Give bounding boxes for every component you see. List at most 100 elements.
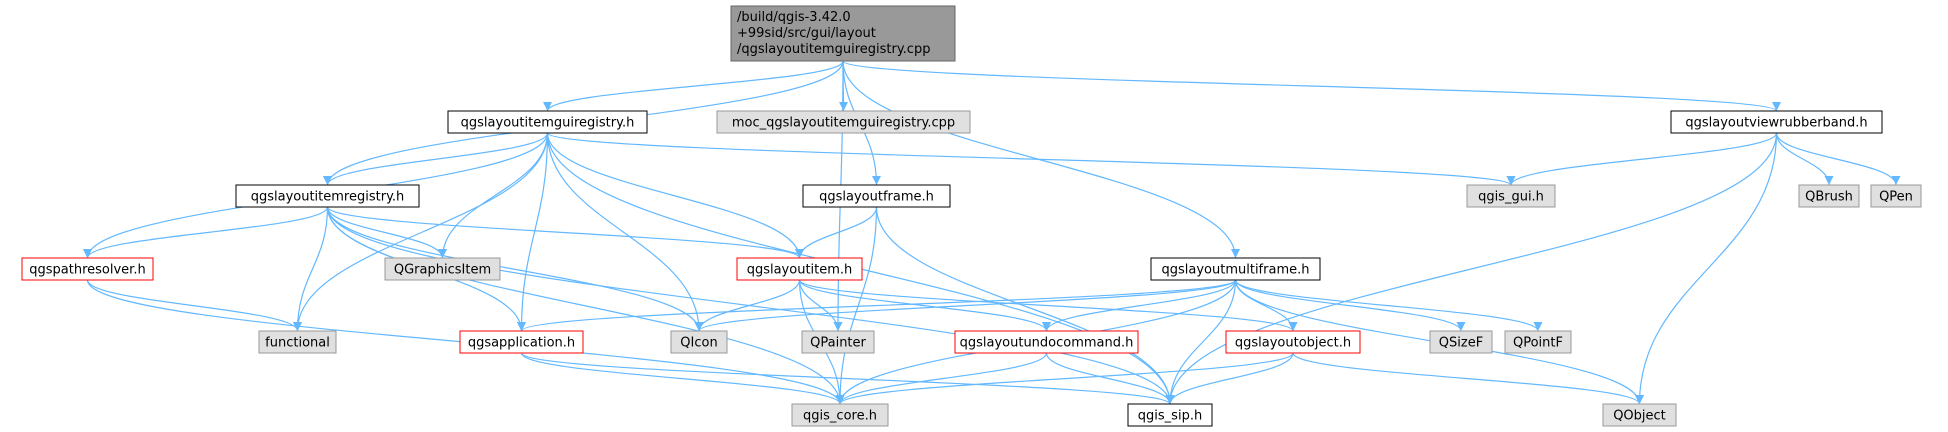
edge-multiframe-to-qicon xyxy=(694,279,1237,332)
node-itemregistry[interactable]: qgslayoutitemregistry.h xyxy=(235,184,420,208)
node-label: QGraphicsItem xyxy=(394,263,491,278)
node-box xyxy=(1670,110,1883,134)
edge-itemguiregistry-h-to-gui xyxy=(546,132,1516,186)
edge-viewrubberband-to-gui xyxy=(1506,132,1778,186)
edge-application-to-sip xyxy=(520,352,1175,405)
edge-layoutobject-to-qobject xyxy=(1292,352,1644,405)
edge-frame-to-layoutitem xyxy=(795,206,878,259)
edge-itemregistry-to-pathresolver xyxy=(83,206,329,259)
node-moc[interactable]: moc_qgslayoutitemguiregistry.cpp xyxy=(716,110,971,134)
node-qobject[interactable]: QObject xyxy=(1602,403,1677,427)
node-label: /build/qgis-3.42.0 xyxy=(737,10,851,25)
edge-layoutitem-to-qicon xyxy=(694,279,801,332)
edge-application-to-core xyxy=(520,352,845,405)
edge-layoutitem-to-qpainter xyxy=(798,279,843,332)
node-layoutitem[interactable]: qgslayoutitem.h xyxy=(736,257,863,281)
edge-multiframe-to-qpointf xyxy=(1234,279,1543,332)
node-label: qgis_gui.h xyxy=(1478,190,1544,205)
node-root[interactable]: /build/qgis-3.42.0+99sid/src/gui/layout/… xyxy=(730,5,956,62)
edge-multiframe-to-application xyxy=(517,279,1237,332)
node-box xyxy=(1466,184,1556,208)
edge-multiframe-to-sip xyxy=(1165,279,1237,405)
node-frame[interactable]: qgslayoutframe.h xyxy=(802,184,951,208)
edge-viewrubberband-to-qobject xyxy=(1635,132,1778,405)
node-label: qgslayoutmultiframe.h xyxy=(1162,263,1310,278)
node-label: qgslayoutitemregistry.h xyxy=(251,190,405,205)
node-qpen[interactable]: QPen xyxy=(1870,184,1922,208)
node-gui[interactable]: qgis_gui.h xyxy=(1466,184,1556,208)
node-label: qgslayoutviewrubberband.h xyxy=(1685,116,1867,131)
node-layoutobject[interactable]: qgslayoutobject.h xyxy=(1225,330,1361,354)
node-box xyxy=(730,5,956,62)
edge-itemregistry-to-qicon xyxy=(326,206,704,332)
node-box xyxy=(384,257,501,281)
edge-itemguiregistry-h-to-layoutitem xyxy=(546,132,804,259)
node-label: moc_qgslayoutitemguiregistry.cpp xyxy=(732,116,955,131)
node-functional[interactable]: functional xyxy=(258,330,337,354)
node-qsizef[interactable]: QSizeF xyxy=(1429,330,1493,354)
node-box xyxy=(258,330,337,354)
node-sip[interactable]: qgis_sip.h xyxy=(1127,403,1213,427)
node-label: QSizeF xyxy=(1439,336,1483,351)
edge-root-to-viewrubberband xyxy=(842,60,1781,112)
edge-layoutobject-to-sip xyxy=(1165,352,1294,405)
node-undocommand[interactable]: qgslayoutundocommand.h xyxy=(954,330,1139,354)
node-box xyxy=(670,330,728,354)
node-box xyxy=(954,330,1139,354)
edge-frame-to-sip xyxy=(875,206,1175,405)
edge-itemregistry-to-functional xyxy=(293,206,329,332)
edge-root-to-itemguiregistry-h xyxy=(543,60,844,112)
node-box xyxy=(802,184,951,208)
node-box xyxy=(791,403,889,427)
edge-itemguiregistry-h-to-qicon xyxy=(546,132,704,332)
node-application[interactable]: qgsapplication.h xyxy=(459,330,584,354)
node-label: QObject xyxy=(1613,409,1666,424)
node-core[interactable]: qgis_core.h xyxy=(791,403,889,427)
node-box xyxy=(716,110,971,134)
node-viewrubberband[interactable]: qgslayoutviewrubberband.h xyxy=(1670,110,1883,134)
node-box xyxy=(21,257,154,281)
node-label: /qgslayoutitemguiregistry.cpp xyxy=(737,42,930,57)
edge-itemregistry-to-qgraphicsitem xyxy=(326,206,447,259)
node-box xyxy=(1127,403,1213,427)
node-label: qgslayoutframe.h xyxy=(819,190,934,205)
node-box xyxy=(1602,403,1677,427)
node-label: QPen xyxy=(1879,190,1913,205)
edge-viewrubberband-to-qpen xyxy=(1775,132,1901,186)
node-box xyxy=(235,184,420,208)
node-label: QPainter xyxy=(810,336,866,351)
edge-pathresolver-to-functional xyxy=(86,279,302,332)
node-label: functional xyxy=(265,336,330,351)
edge-itemregistry-to-core xyxy=(326,206,845,405)
edge-viewrubberband-to-qbrush xyxy=(1775,132,1834,186)
node-itemguiregistry-h[interactable]: qgslayoutitemguiregistry.h xyxy=(447,110,648,134)
node-layer: /build/qgis-3.42.0+99sid/src/gui/layout/… xyxy=(21,5,1922,427)
node-label: qgis_sip.h xyxy=(1138,409,1202,424)
node-label: qgslayoutundocommand.h xyxy=(960,336,1134,351)
node-qbrush[interactable]: QBrush xyxy=(1798,184,1860,208)
node-label: qgslayoutitemguiregistry.h xyxy=(461,116,635,131)
node-box xyxy=(1429,330,1493,354)
node-box xyxy=(447,110,648,134)
node-box xyxy=(1504,330,1572,354)
node-label: qgslayoutitem.h xyxy=(747,263,853,278)
node-multiframe[interactable]: qgslayoutmultiframe.h xyxy=(1150,257,1321,281)
node-label: qgsapplication.h xyxy=(468,336,575,351)
edge-multiframe-to-qsizef xyxy=(1234,279,1466,332)
node-qpainter[interactable]: QPainter xyxy=(801,330,875,354)
node-box xyxy=(1798,184,1860,208)
edge-itemguiregistry-h-to-application xyxy=(517,132,549,332)
node-box xyxy=(1225,330,1361,354)
node-qicon[interactable]: QIcon xyxy=(670,330,728,354)
edge-undocommand-to-sip xyxy=(1045,352,1175,405)
edge-layoutobject-to-core xyxy=(835,352,1294,405)
node-label: qgis_core.h xyxy=(803,409,877,424)
node-box xyxy=(459,330,584,354)
node-label: qgspathresolver.h xyxy=(29,263,145,278)
edge-layoutitem-to-undocommand xyxy=(798,279,1051,332)
node-qgraphicsitem[interactable]: QGraphicsItem xyxy=(384,257,501,281)
node-qpointf[interactable]: QPointF xyxy=(1504,330,1572,354)
edge-undocommand-to-core xyxy=(835,352,1048,405)
node-pathresolver[interactable]: qgspathresolver.h xyxy=(21,257,154,281)
node-box xyxy=(736,257,863,281)
